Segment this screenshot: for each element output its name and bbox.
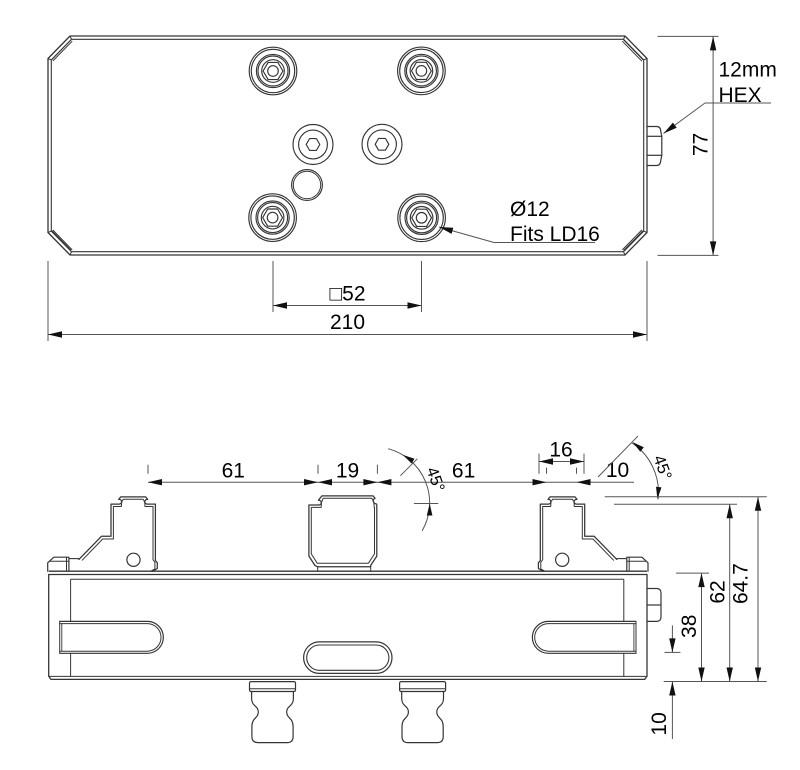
svg-text:10: 10 bbox=[648, 712, 671, 735]
svg-text:□52: □52 bbox=[329, 283, 365, 306]
svg-text:38: 38 bbox=[678, 615, 701, 638]
svg-text:16: 16 bbox=[549, 439, 572, 462]
svg-text:62: 62 bbox=[706, 580, 729, 603]
svg-text:12mm: 12mm bbox=[719, 58, 777, 81]
svg-text:210: 210 bbox=[330, 311, 365, 334]
svg-text:Fits LD16: Fits LD16 bbox=[510, 223, 600, 246]
svg-text:61: 61 bbox=[452, 460, 475, 483]
svg-text:19: 19 bbox=[336, 460, 359, 483]
svg-text:HEX: HEX bbox=[719, 84, 762, 107]
svg-text:77: 77 bbox=[689, 133, 712, 156]
svg-text:Ø12: Ø12 bbox=[510, 198, 550, 221]
svg-text:61: 61 bbox=[222, 460, 245, 483]
svg-text:10: 10 bbox=[606, 459, 629, 482]
svg-text:64.7: 64.7 bbox=[729, 563, 752, 604]
